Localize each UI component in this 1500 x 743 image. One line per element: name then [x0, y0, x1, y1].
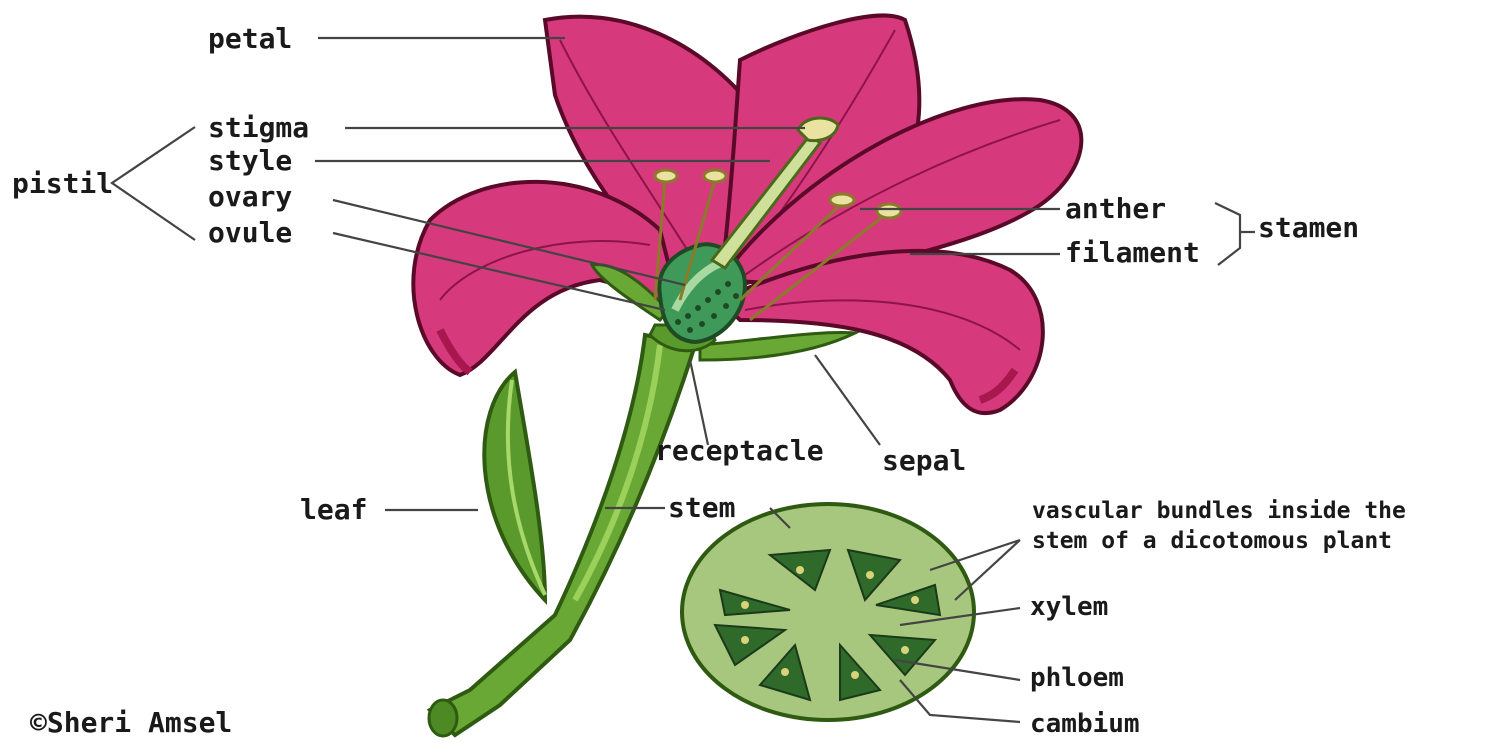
label-filament: filament — [1065, 236, 1200, 269]
leaf-shape — [484, 372, 545, 600]
label-vascular-line2: stem of a dicotomous plant — [1032, 528, 1392, 554]
label-sepal: sepal — [882, 444, 966, 477]
copyright-text: ©Sheri Amsel — [30, 706, 232, 739]
label-xylem: xylem — [1030, 592, 1108, 622]
stem-shape — [429, 335, 695, 736]
label-vascular-line1: vascular bundles inside the — [1032, 498, 1406, 524]
label-ovary: ovary — [208, 180, 292, 213]
label-stigma: stigma — [208, 111, 309, 144]
label-stem: stem — [668, 491, 735, 524]
label-cambium: cambium — [1030, 709, 1140, 739]
label-ovule: ovule — [208, 216, 292, 249]
stem-cross-section — [682, 504, 974, 720]
label-phloem: phloem — [1030, 663, 1124, 693]
label-petal: petal — [208, 22, 292, 55]
label-leaf: leaf — [300, 493, 367, 526]
label-style: style — [208, 144, 292, 177]
label-pistil: pistil — [12, 167, 113, 200]
label-anther: anther — [1065, 192, 1166, 225]
label-stamen: stamen — [1258, 211, 1359, 244]
label-receptacle: receptacle — [655, 434, 824, 467]
